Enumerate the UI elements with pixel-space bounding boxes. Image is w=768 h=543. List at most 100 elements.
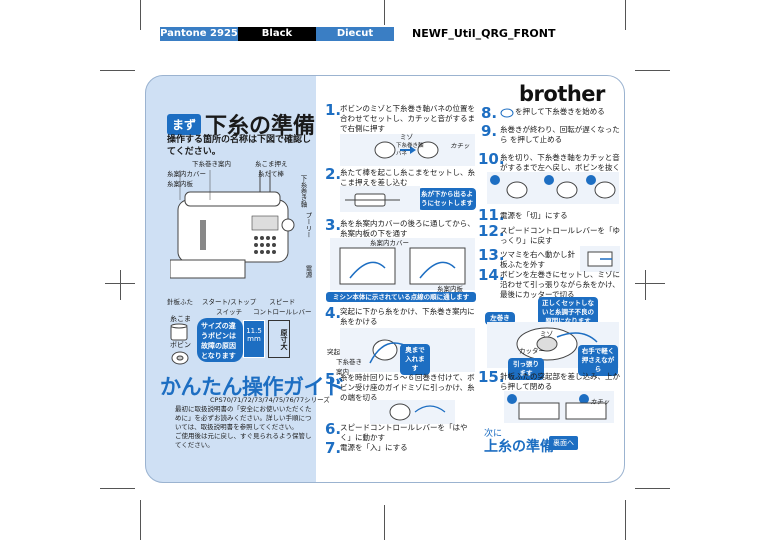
- step-1-text: ボビンのミゾと下糸巻き軸バネの位置を合わせてセットし、カチッと音がするまで右側に…: [340, 104, 475, 133]
- step-4-text: 突起に下から糸をかけ、下糸巻き案内に糸をかける: [340, 307, 475, 326]
- crop-mark: [625, 500, 626, 540]
- label-spool-presser: 糸こま押え: [255, 160, 288, 168]
- insert-tip: 奥まで入れます: [400, 344, 430, 375]
- step-8-text: を押して下糸巻きを始める: [515, 107, 605, 116]
- crop-mark: [140, 500, 141, 540]
- callout-click: カチッ: [450, 142, 470, 150]
- step-11-text: 電源を「切」にする: [500, 211, 568, 220]
- first-badge: まず: [167, 114, 202, 135]
- hold-tip: 右手で軽く押さえながら: [578, 345, 618, 376]
- crop-mark: [105, 283, 135, 284]
- crop-mark: [625, 0, 626, 30]
- callout-winder-guide: 下糸巻き案内: [336, 358, 362, 376]
- step-number: 5.: [325, 370, 342, 388]
- next-label: 次に: [484, 429, 503, 439]
- step-number: 9.: [481, 122, 498, 140]
- step-number: 13.: [478, 246, 505, 264]
- crop-mark: [645, 270, 646, 300]
- brother-logo: brother: [519, 82, 605, 106]
- job-name: NEWF_Util_QRG_FRONT: [412, 27, 556, 40]
- spool-pin-illustration: [340, 186, 420, 212]
- step-number: 8.: [481, 104, 498, 122]
- bobbin-icon: [171, 351, 189, 365]
- step-number: 4.: [325, 304, 342, 322]
- bobbin-winder-illustration: [340, 134, 475, 166]
- step-9-text: 糸巻きが終わり、回転が遅くなったら を押して止める: [500, 125, 620, 144]
- step-15-text: 針板ふたの突起部を差し込み、上から押して閉める: [500, 372, 620, 391]
- black-label: Black: [238, 27, 316, 41]
- callout-cutter: カッター: [519, 347, 545, 355]
- label-needle-plate-cover: 針板ふた: [167, 298, 193, 306]
- step-number: 12.: [478, 222, 505, 240]
- callout-groove: ミゾ: [540, 330, 553, 338]
- series-name: CPS70/71/72/73/74/75/76/77シリーズ: [210, 396, 330, 404]
- step-10-text: 糸を切り、下糸巻き軸をカチッと音がするまで左へ戻し、ボビンを抜く: [500, 153, 620, 172]
- remove-bobbin-illustration: [487, 172, 619, 204]
- step-number: 6.: [325, 420, 342, 438]
- label-bobbin-winder-guide: 下糸巻き案内: [192, 160, 231, 168]
- thread-guide-illustration: [330, 238, 475, 290]
- crop-mark: [100, 488, 135, 489]
- crop-mark: [100, 70, 135, 71]
- step-5-text: 糸を時計回りに５～６回巻き付けて、ボビン受け座のガイドミゾに引っかけ、糸の端を切…: [340, 373, 475, 402]
- next-page-tag: 裏面へ: [549, 436, 578, 450]
- crop-mark: [635, 283, 665, 284]
- step-number: 15.: [478, 368, 505, 386]
- label-power: 電源: [304, 265, 312, 278]
- step-number: 14.: [478, 266, 505, 284]
- label-thread-guide-cover: 糸案内カバー: [167, 170, 206, 178]
- step-7-text: 電源を「入」にする: [340, 443, 408, 452]
- label-thread-guide: 糸案内板: [167, 180, 193, 188]
- crop-mark: [635, 488, 670, 489]
- label-bobbin-winder-shaft: 下糸巻き軸: [299, 175, 307, 208]
- callout-groove: ミゾ: [400, 133, 413, 141]
- usage-note: 最初に取扱説明書の「安全にお使いいただくために」を必ずお読みください。詳しい手順…: [175, 405, 312, 449]
- pantone-label: Pantone 2925 C: [160, 27, 238, 53]
- size-indicator: 11.5 mm: [243, 320, 265, 358]
- step-13-text: ツマミを右へ動かし針板ふたを外す: [500, 250, 575, 269]
- needle-plate-illustration: [580, 246, 620, 272]
- crop-mark: [140, 0, 141, 30]
- crop-mark: [384, 0, 385, 25]
- wind-thread-illustration: [370, 400, 455, 424]
- step-2-text: 糸たて棒を起こし糸こまをセットし、糸こま押えを差し込む: [340, 168, 475, 187]
- label-spool: 糸こま: [170, 315, 191, 323]
- callout-thread-guide-cover: 糸案内カバー: [370, 239, 409, 247]
- callout-winder-spring: 下糸巻き軸バネ: [396, 143, 424, 157]
- callout-thread-guide: 糸案内板: [437, 285, 463, 293]
- sewing-machine-illustration: [170, 170, 295, 279]
- step-number: 1.: [325, 101, 342, 119]
- subtitle: 操作する箇所の名称は下図で確認してください。: [167, 135, 312, 157]
- bobbin-winding-button-icon: [500, 108, 514, 118]
- size-value: 11.5: [246, 327, 262, 335]
- warning-bubble: サイズの違うボビンは故障の原因となります: [197, 318, 243, 362]
- tip-pill: 糸が下から出るようにセットします: [418, 188, 476, 210]
- callout-left-wind: 左巻き: [485, 312, 515, 325]
- thread-path-band: ミシン本体に示されている点線の順に通します: [326, 292, 476, 302]
- label-speed-lever: スピード コントロールレバー: [253, 298, 312, 316]
- step-14-text: ボビンを左巻きにセットし、ミゾに沿わせて引っ張りながら糸をかけ、最後にカッターで…: [500, 270, 620, 299]
- card-border: [145, 75, 625, 483]
- crop-mark: [635, 70, 670, 71]
- step-number: 10.: [478, 150, 505, 168]
- callout-protrusion: 突起: [327, 348, 340, 356]
- step-number: 11.: [478, 206, 505, 224]
- spool-icon: [170, 323, 188, 341]
- page-title: 下糸の準備: [205, 114, 316, 139]
- size-unit: mm: [247, 335, 261, 343]
- label-handwheel: プーリー: [304, 212, 312, 238]
- label-start-stop: スタート/ストップ スイッチ: [202, 298, 257, 316]
- close-cover-illustration: [504, 391, 614, 423]
- diecut-label: Diecut: [316, 27, 394, 41]
- crop-mark: [384, 505, 385, 540]
- step-number: 7.: [325, 439, 342, 457]
- left-panel-background: [145, 75, 316, 483]
- label-bobbin: ボビン: [170, 341, 191, 349]
- callout-click: カチッ: [590, 398, 610, 406]
- step-number: 2.: [325, 165, 342, 183]
- next-title: 上糸の準備: [484, 439, 554, 455]
- step-3-text: 糸を糸案内カバーの後ろに通してから、糸案内板の下を通す: [340, 219, 475, 238]
- actual-size-label: 原寸大: [268, 320, 290, 358]
- guide-title: かんたん操作ガイド: [160, 375, 345, 399]
- label-spool-pin: 糸たて棒: [258, 170, 284, 178]
